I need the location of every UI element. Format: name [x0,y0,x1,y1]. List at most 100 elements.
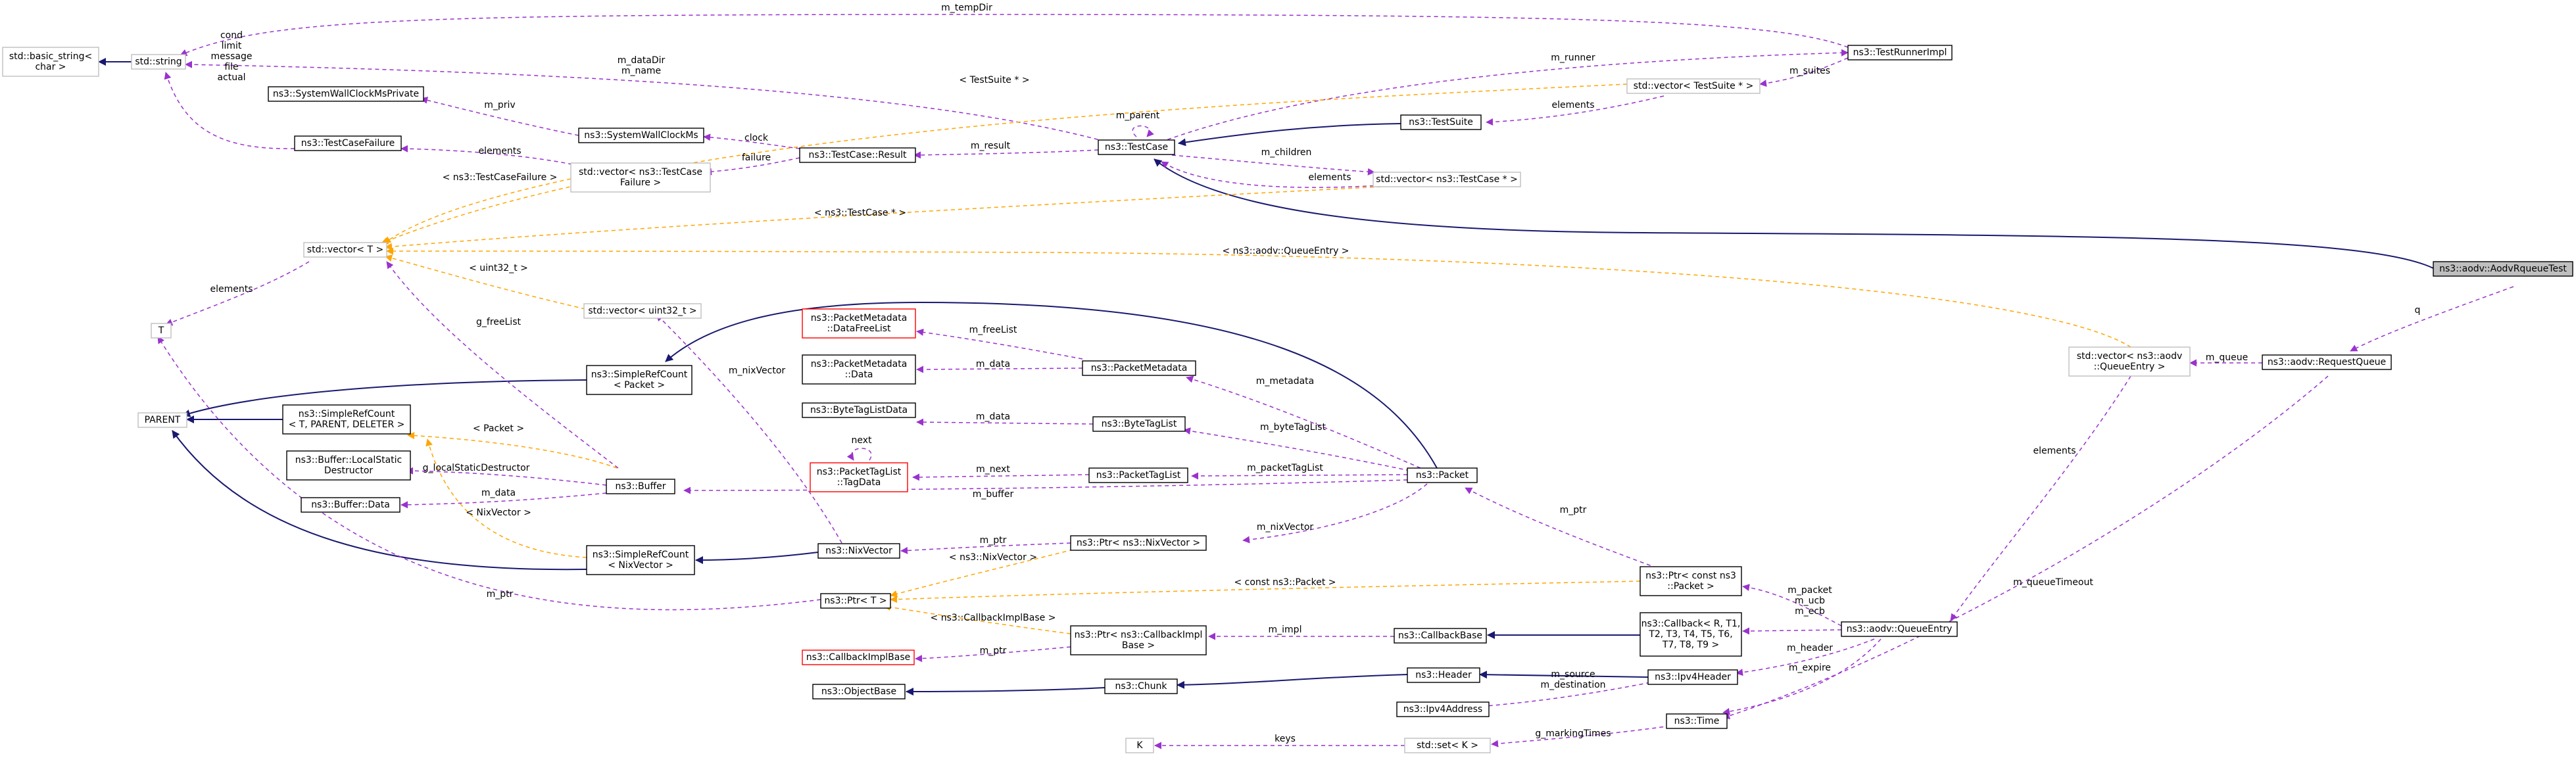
node-basic-string[interactable]: std::basic_string<char > [2,47,99,77]
edge-label-line: m_data [976,412,1010,422]
node-label-line: Base > [1122,640,1155,651]
node-aodv-rqueue-test[interactable]: ns3::aodv::AodvRqueueTest [2433,261,2573,277]
label-clock: clock [744,133,769,143]
node-packet[interactable]: ns3::Packet [1407,467,1478,483]
node-set-k[interactable]: std::set< K > [1404,738,1491,753]
node-label-line: ns3::Packet [1416,470,1469,481]
node-callback[interactable]: ns3::Callback< R, T1,T2, T3, T4, T5, T6,… [1640,612,1742,657]
node-buffer-data[interactable]: ns3::Buffer::Data [301,497,401,513]
edge-testsuite-testcase [1178,123,1401,147]
edge-label-line: m_data [481,488,516,498]
node-test-case[interactable]: ns3::TestCase [1098,139,1175,155]
node-callbackimplbase[interactable]: ns3::CallbackImplBase [802,650,915,665]
label-testsuite-tmpl: < TestSuite * > [959,75,1029,85]
node-label-line: ::DataFreeList [827,323,891,334]
edge-m-metadata [1186,375,1421,469]
node-t[interactable]: T [151,323,172,339]
node-bytetaglistdata[interactable]: ns3::ByteTagListData [802,402,916,418]
node-pm-data[interactable]: ns3::PacketMetadata::Data [802,354,916,385]
node-object-base[interactable]: ns3::ObjectBase [812,684,906,699]
edge-m-priv [420,97,579,136]
node-box [802,308,916,339]
node-string[interactable]: std::string [131,54,186,70]
node-label-line: ns3::SimpleRefCount [591,369,688,380]
edge-m-children [1171,154,1375,176]
label-m-result: m_result [971,141,1011,151]
node-label-line: T2, T3, T4, T5, T6, [1648,629,1732,640]
node-vector-t[interactable]: std::vector< T > [303,242,387,258]
node-label-line: Failure > [620,178,661,188]
node-callbackbase[interactable]: ns3::CallbackBase [1394,628,1487,644]
node-time[interactable]: ns3::Time [1666,713,1728,729]
node-queue-entry[interactable]: ns3::aodv::QueueEntry [1841,621,1958,637]
node-ptr-nixvector[interactable]: ns3::Ptr< ns3::NixVector > [1070,535,1207,551]
node-simplerefcount-packet[interactable]: ns3::SimpleRefCount< Packet > [586,365,693,395]
node-swclock[interactable]: ns3::SystemWallClockMs [578,128,704,143]
label-m-header: m_header [1787,643,1833,653]
node-label-line: ::QueueEntry > [2094,362,2166,372]
edge-label-line: m_next [976,464,1010,475]
node-packettaglist[interactable]: ns3::PacketTagList [1088,467,1188,483]
edge-label-line: < ns3::NixVector > [949,552,1037,563]
edge-label-line: m_dataDir [618,55,666,66]
label-testcasefailure-tmpl: < ns3::TestCaseFailure > [443,172,558,183]
node-packet-metadata[interactable]: ns3::PacketMetadata [1082,360,1196,376]
edge-label-line: m_tempDir [941,3,992,13]
edge-m-ucb [1742,627,1842,635]
node-swclock-private[interactable]: ns3::SystemWallClockMsPrivate [268,86,424,102]
node-test-case-failure[interactable]: ns3::TestCaseFailure [294,135,402,151]
node-simplerefcount-tpd[interactable]: ns3::SimpleRefCount< T, PARENT, DELETER … [282,404,411,435]
node-ipv4header[interactable]: ns3::Ipv4Header [1647,669,1738,685]
node-test-runner-impl[interactable]: ns3::TestRunnerImpl [1847,45,1953,60]
node-chunk[interactable]: ns3::Chunk [1104,678,1178,694]
node-ptr-const-packet[interactable]: ns3::Ptr< const ns3::Packet > [1640,566,1742,596]
node-vector-failure[interactable]: std::vector< ns3::TestCaseFailure > [570,162,711,193]
node-parent[interactable]: PARENT [137,412,187,428]
label-elements-children: elements [1308,172,1351,183]
node-label-line: < Packet > [614,380,665,391]
node-label-line: ::Data [845,369,873,380]
node-label-line: ns3::Ipv4Address [1403,704,1482,715]
node-vector-queueentry[interactable]: std::vector< ns3::aodv::QueueEntry > [2068,346,2191,377]
node-buffer[interactable]: ns3::Buffer [606,479,675,494]
node-box [151,323,172,339]
node-bytetaglist[interactable]: ns3::ByteTagList [1092,416,1186,432]
edge-label-line: keys [1275,734,1296,744]
edge-g-localstatic [406,467,607,486]
edge-tmpl-testcasefailure [383,178,571,244]
edge-label-line: m_header [1787,643,1833,653]
node-label-line: ns3::Ptr< ns3::CallbackImpl [1075,630,1203,640]
node-pm-datafreelist[interactable]: ns3::PacketMetadata::DataFreeList [802,308,916,339]
node-box [1626,78,1761,94]
node-header[interactable]: ns3::Header [1407,667,1480,683]
label-g-localstatic: g_localStaticDestructor [423,463,530,473]
node-box [286,450,411,481]
node-simplerefcount-nixvector[interactable]: ns3::SimpleRefCount< NixVector > [586,545,695,575]
edge-label-line: elements [478,146,521,156]
node-box [1647,669,1738,685]
node-nixvector[interactable]: ns3::NixVector [817,543,900,559]
node-k[interactable]: K [1125,738,1154,753]
node-vector-testsuite[interactable]: std::vector< TestSuite * > [1626,78,1761,94]
node-test-case-result[interactable]: ns3::TestCase::Result [799,147,916,163]
node-ptr-t[interactable]: ns3::Ptr< T > [820,593,891,609]
edge-next [846,448,872,461]
label-failure: failure [742,153,771,163]
label-m-parent: m_parent [1116,110,1160,121]
label-callbackimpl-tmpl: < ns3::CallbackImplBase > [931,613,1056,623]
label-m-packettaglist: m_packetTagList [1247,463,1323,473]
label-m-tempdir: m_tempDir [941,3,992,13]
edge-label-line: m_expire [1789,663,1831,673]
node-vector-uint32[interactable]: std::vector< uint32_t > [583,303,702,319]
node-box [131,54,186,70]
node-vector-testcase[interactable]: std::vector< ns3::TestCase * > [1373,172,1521,187]
node-ipv4address[interactable]: ns3::Ipv4Address [1396,701,1490,717]
node-ptr-callbackimplbase[interactable]: ns3::Ptr< ns3::CallbackImplBase > [1070,625,1207,655]
node-test-suite[interactable]: ns3::TestSuite [1400,114,1482,130]
edge-tmpl-queueentry [386,247,2131,348]
label-m-freelist: m_freeList [969,325,1017,335]
node-request-queue[interactable]: ns3::aodv::RequestQueue [2262,354,2392,370]
edge-m-packet [1742,584,1842,627]
node-ptl-tagdata[interactable]: ns3::PacketTagList::TagData [810,462,908,492]
